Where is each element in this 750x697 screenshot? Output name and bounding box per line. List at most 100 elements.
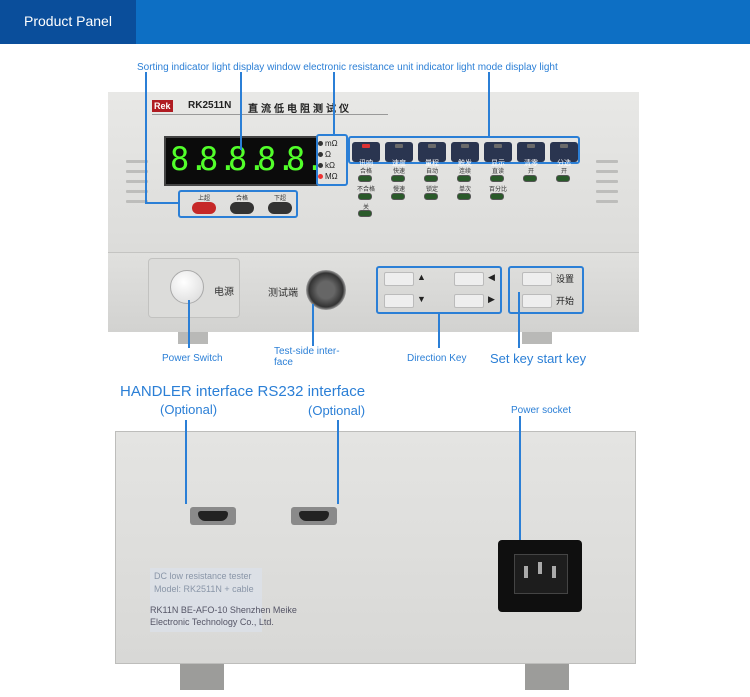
- callout-line: [438, 314, 440, 348]
- display-digit: 8.: [286, 140, 325, 178]
- handler-caption: HANDLER interface RS232 interface: [120, 383, 366, 400]
- sort-led-pass: [230, 202, 254, 214]
- page-title: Product Panel: [24, 13, 112, 29]
- indicator-led: [424, 175, 438, 182]
- indicator-led: [457, 193, 471, 200]
- mode-label: 慢速: [392, 187, 405, 193]
- sticker-line: Model: RK2511N + cable: [154, 584, 254, 594]
- key-sort[interactable]: 分选: [550, 142, 578, 167]
- socket-pin: [524, 566, 528, 578]
- mode-label: 开: [560, 169, 567, 175]
- arrow-down-icon: ▼: [417, 294, 426, 304]
- nav-up-button[interactable]: [384, 272, 414, 286]
- indicator-led: [391, 175, 405, 182]
- vent: [126, 170, 148, 173]
- indicator-led: [424, 193, 438, 200]
- callout-line: [185, 420, 187, 504]
- unit-indicator: kΩ: [318, 160, 344, 171]
- sticker-line: RK11N BE-AFO-10 Shenzhen Meike: [150, 605, 297, 615]
- start-label: 开始: [556, 296, 575, 306]
- top-caption: Sorting indicator light display window e…: [137, 62, 558, 73]
- nav-right-button[interactable]: [454, 294, 484, 308]
- mode-label: 关: [362, 205, 369, 211]
- unit-indicator-highlight: [316, 134, 348, 186]
- callout-line: [145, 72, 147, 204]
- key-speed[interactable]: 速度: [385, 142, 413, 167]
- unit-indicators: mΩ Ω kΩ MΩ: [318, 138, 344, 184]
- nav-left-button[interactable]: [454, 272, 484, 286]
- mode-label: 自动: [425, 169, 438, 175]
- sort-label: 下超: [274, 196, 287, 202]
- mode-label: 快速: [392, 169, 405, 175]
- optional-caption: (Optional): [308, 403, 366, 418]
- set-button[interactable]: [522, 272, 552, 286]
- test-side-caption: Test-side inter-: [274, 346, 340, 357]
- key-beep[interactable]: 讯响: [352, 142, 380, 167]
- unit-indicator: Ω: [318, 149, 344, 160]
- display-digit: 8.: [228, 140, 267, 178]
- mode-label: 连续: [458, 169, 471, 175]
- key-trigger[interactable]: 触发: [451, 142, 479, 167]
- set-start-highlight: [508, 266, 584, 314]
- callout-line: [145, 202, 179, 204]
- socket-pin: [552, 566, 556, 578]
- indicator-led: [358, 210, 372, 217]
- indicator-led: [490, 175, 504, 182]
- test-connector[interactable]: [306, 270, 346, 310]
- key-display[interactable]: 显示: [484, 142, 512, 167]
- power-button[interactable]: [170, 270, 204, 304]
- mode-label: 不合格: [356, 187, 375, 193]
- mode-label: 直读: [491, 169, 504, 175]
- divider: [152, 114, 388, 115]
- device-foot: [522, 332, 552, 344]
- model-label: RK2511N: [188, 100, 232, 111]
- callout-line: [188, 300, 190, 348]
- nav-down-button[interactable]: [384, 294, 414, 308]
- set-start-caption: Set key start key: [490, 351, 587, 366]
- vent: [596, 180, 618, 183]
- test-side-caption-2: face: [274, 357, 293, 368]
- power-label: 电源: [214, 287, 234, 298]
- vent: [126, 160, 148, 163]
- test-port-label: 测试端: [268, 288, 298, 299]
- sort-label: 合格: [236, 196, 249, 202]
- device-name: 直流低电阻测试仪: [248, 104, 352, 115]
- callout-line: [312, 304, 314, 346]
- mode-key-highlight: [348, 136, 580, 164]
- sticker-line: Electronic Technology Co., Ltd.: [150, 617, 274, 627]
- callout-line: [337, 420, 339, 504]
- set-label: 设置: [556, 274, 575, 284]
- mode-label: 合格: [359, 169, 372, 175]
- brand-logo: Rek: [152, 100, 173, 112]
- key-zero[interactable]: 清零: [517, 142, 545, 167]
- vent: [126, 200, 148, 203]
- arrow-up-icon: ▲: [417, 272, 426, 282]
- callout-line: [333, 72, 335, 136]
- callout-line: [488, 72, 490, 138]
- callout-line: [519, 416, 521, 544]
- display-digit: 8.: [199, 140, 238, 178]
- indicator-led: [457, 175, 471, 182]
- mode-label: 百分比: [488, 187, 507, 193]
- device-foot: [180, 664, 224, 690]
- callout-line: [240, 72, 242, 150]
- display-digit: 8.: [257, 140, 296, 178]
- key-range[interactable]: 量程: [418, 142, 446, 167]
- optional-caption: (Optional): [160, 402, 218, 417]
- vent: [596, 160, 618, 163]
- indicator-led: [358, 193, 372, 200]
- arrow-left-icon: ◀: [488, 272, 495, 282]
- device-foot: [525, 664, 569, 690]
- mode-label: 单次: [458, 187, 471, 193]
- start-button[interactable]: [522, 294, 552, 308]
- indicator-led: [391, 193, 405, 200]
- device-foot: [178, 332, 208, 344]
- rs232-port-pins: [299, 511, 329, 521]
- mode-label: 锁定: [425, 187, 438, 193]
- direction-key-caption: Direction Key: [407, 353, 467, 364]
- vent: [126, 180, 148, 183]
- vent: [596, 200, 618, 203]
- direction-key-highlight: [376, 266, 502, 314]
- header-tab[interactable]: [0, 0, 136, 44]
- vent: [596, 170, 618, 173]
